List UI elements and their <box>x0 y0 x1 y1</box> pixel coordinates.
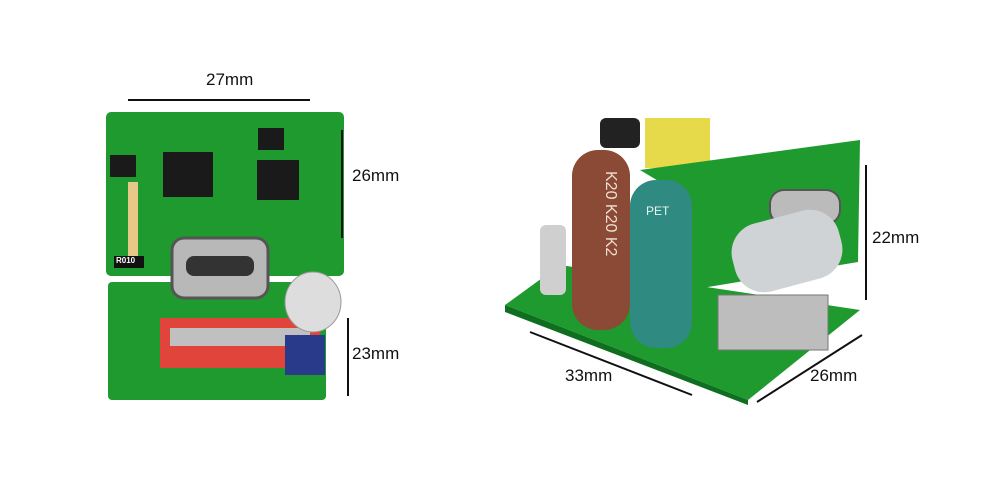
length-dimension-line <box>529 331 693 396</box>
top-height-label: 26mm <box>352 166 400 185</box>
inductor <box>284 271 342 333</box>
brown-capacitor <box>572 150 630 330</box>
right-module <box>505 118 860 405</box>
width-label: 27mm <box>206 70 254 89</box>
chip <box>257 160 299 200</box>
height-label: 22mm <box>872 228 920 247</box>
pet-marking: PET <box>646 204 670 218</box>
length-label: 33mm <box>565 366 613 385</box>
usb-a-port <box>717 294 829 351</box>
resistor-marking: R010 <box>116 256 136 265</box>
depth-label: 26mm <box>810 366 858 385</box>
left-module <box>106 112 344 400</box>
chip <box>163 152 213 197</box>
capacitor-marking: K20 K20 K2 <box>602 171 619 257</box>
silver-capacitor <box>731 209 843 293</box>
chip <box>110 155 136 177</box>
chip <box>258 128 284 150</box>
teal-capacitor <box>630 180 692 348</box>
depth-dimension-line <box>756 334 863 403</box>
bottom-height-label: 23mm <box>352 344 400 363</box>
